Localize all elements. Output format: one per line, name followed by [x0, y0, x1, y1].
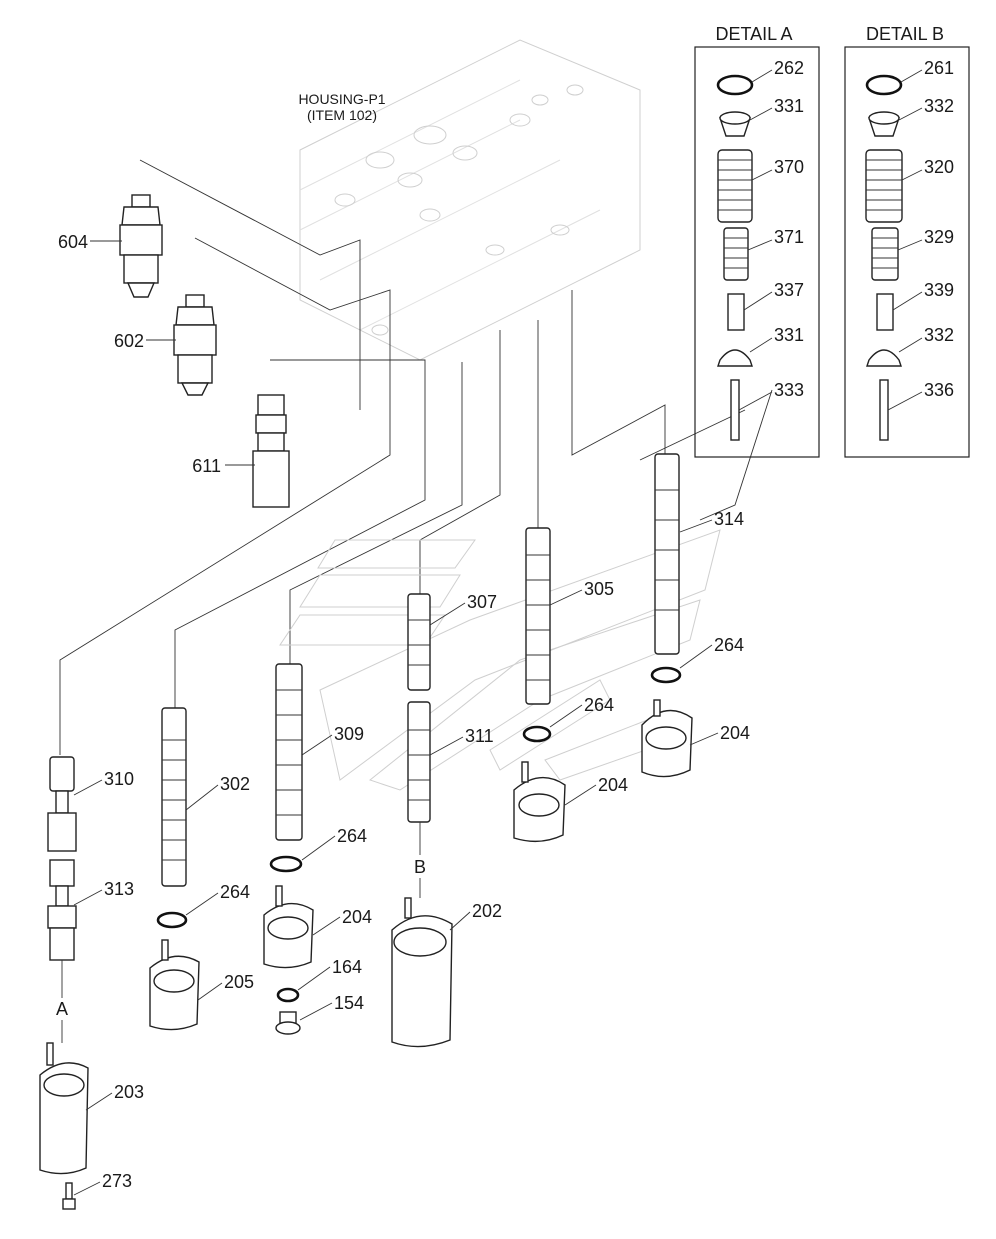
valve-611: [252, 394, 290, 508]
callout-205: 205: [224, 972, 254, 992]
callout-leaders: [73, 240, 719, 1196]
callout-264-a: 264: [714, 635, 744, 655]
housing-label-line2: (ITEM 102): [307, 107, 377, 123]
cover-204-left: [263, 885, 314, 969]
assembly-lines: [59, 159, 773, 755]
detail-b-box: DETAIL B 261 332 320 329 339 332 336: [844, 24, 970, 458]
detail-b-part-4: 329: [924, 227, 954, 247]
cover-205: [149, 939, 200, 1031]
callout-264-b: 264: [584, 695, 614, 715]
callout-202: 202: [472, 901, 502, 921]
housing-outline: [299, 39, 641, 361]
detail-a-box: DETAIL A 262 331 370 371 337 331 333: [694, 24, 820, 458]
detail-a-part-3: 370: [774, 157, 804, 177]
detail-a-part-2: 331: [774, 96, 804, 116]
callout-204-b: 204: [598, 775, 628, 795]
callout-311: 311: [465, 726, 494, 746]
callout-273: 273: [102, 1171, 132, 1191]
callout-264-c: 264: [337, 826, 367, 846]
section-marker-a: A: [56, 999, 68, 1019]
detail-b-title: DETAIL B: [866, 24, 944, 44]
spool-311: [407, 701, 431, 823]
callout-314: 314: [714, 509, 744, 529]
section-marker-b: B: [414, 857, 426, 877]
detail-b-part-3: 320: [924, 157, 954, 177]
callout-204-a: 204: [720, 723, 750, 743]
detail-b-part-6: 332: [924, 325, 954, 345]
spool-307: [407, 593, 431, 691]
callout-154: 154: [334, 993, 364, 1013]
callout-604: 604: [58, 232, 88, 252]
callout-611: 611: [192, 456, 221, 476]
callout-203: 203: [114, 1082, 144, 1102]
spool-305: [525, 527, 551, 705]
callout-204-c: 204: [342, 907, 372, 927]
relief-valve-604: [119, 194, 163, 298]
callout-264-d: 264: [220, 882, 250, 902]
detail-b-part-2: 332: [924, 96, 954, 116]
spool-309: [275, 663, 303, 841]
cover-204-right: [641, 699, 693, 778]
plug-154: [275, 1011, 301, 1035]
callout-307: 307: [467, 592, 497, 612]
cover-202: [391, 897, 453, 1048]
spool-313: [47, 859, 77, 961]
detail-a-part-5: 337: [774, 280, 804, 300]
callout-310: 310: [104, 769, 134, 789]
callout-305: 305: [584, 579, 614, 599]
passage-outlines: [279, 529, 721, 791]
relief-valve-602: [173, 294, 217, 396]
o-rings: [156, 666, 682, 1003]
spool-310: [47, 756, 77, 852]
detail-a-title: DETAIL A: [715, 24, 792, 44]
detail-a-part-7: 333: [774, 380, 804, 400]
detail-a-part-1: 262: [774, 58, 804, 78]
spool-314: [654, 453, 680, 655]
cover-204-mid: [513, 761, 566, 843]
callout-164: 164: [332, 957, 362, 977]
detail-b-part-7: 336: [924, 380, 954, 400]
callout-309: 309: [334, 724, 364, 744]
screw-273: [62, 1182, 76, 1210]
callout-labels: 604 602 611 314 307 305 264 264 204 309 …: [58, 232, 750, 1191]
detail-a-part-4: 371: [774, 227, 804, 247]
detail-a-part-6: 331: [774, 325, 804, 345]
callout-313: 313: [104, 879, 134, 899]
detail-b-part-5: 339: [924, 280, 954, 300]
detail-b-part-1: 261: [924, 58, 954, 78]
spool-302: [161, 707, 187, 887]
callout-302: 302: [220, 774, 250, 794]
callout-602: 602: [114, 331, 144, 351]
cover-203: [39, 1042, 89, 1175]
housing-label-line1: HOUSING-P1: [298, 91, 385, 107]
